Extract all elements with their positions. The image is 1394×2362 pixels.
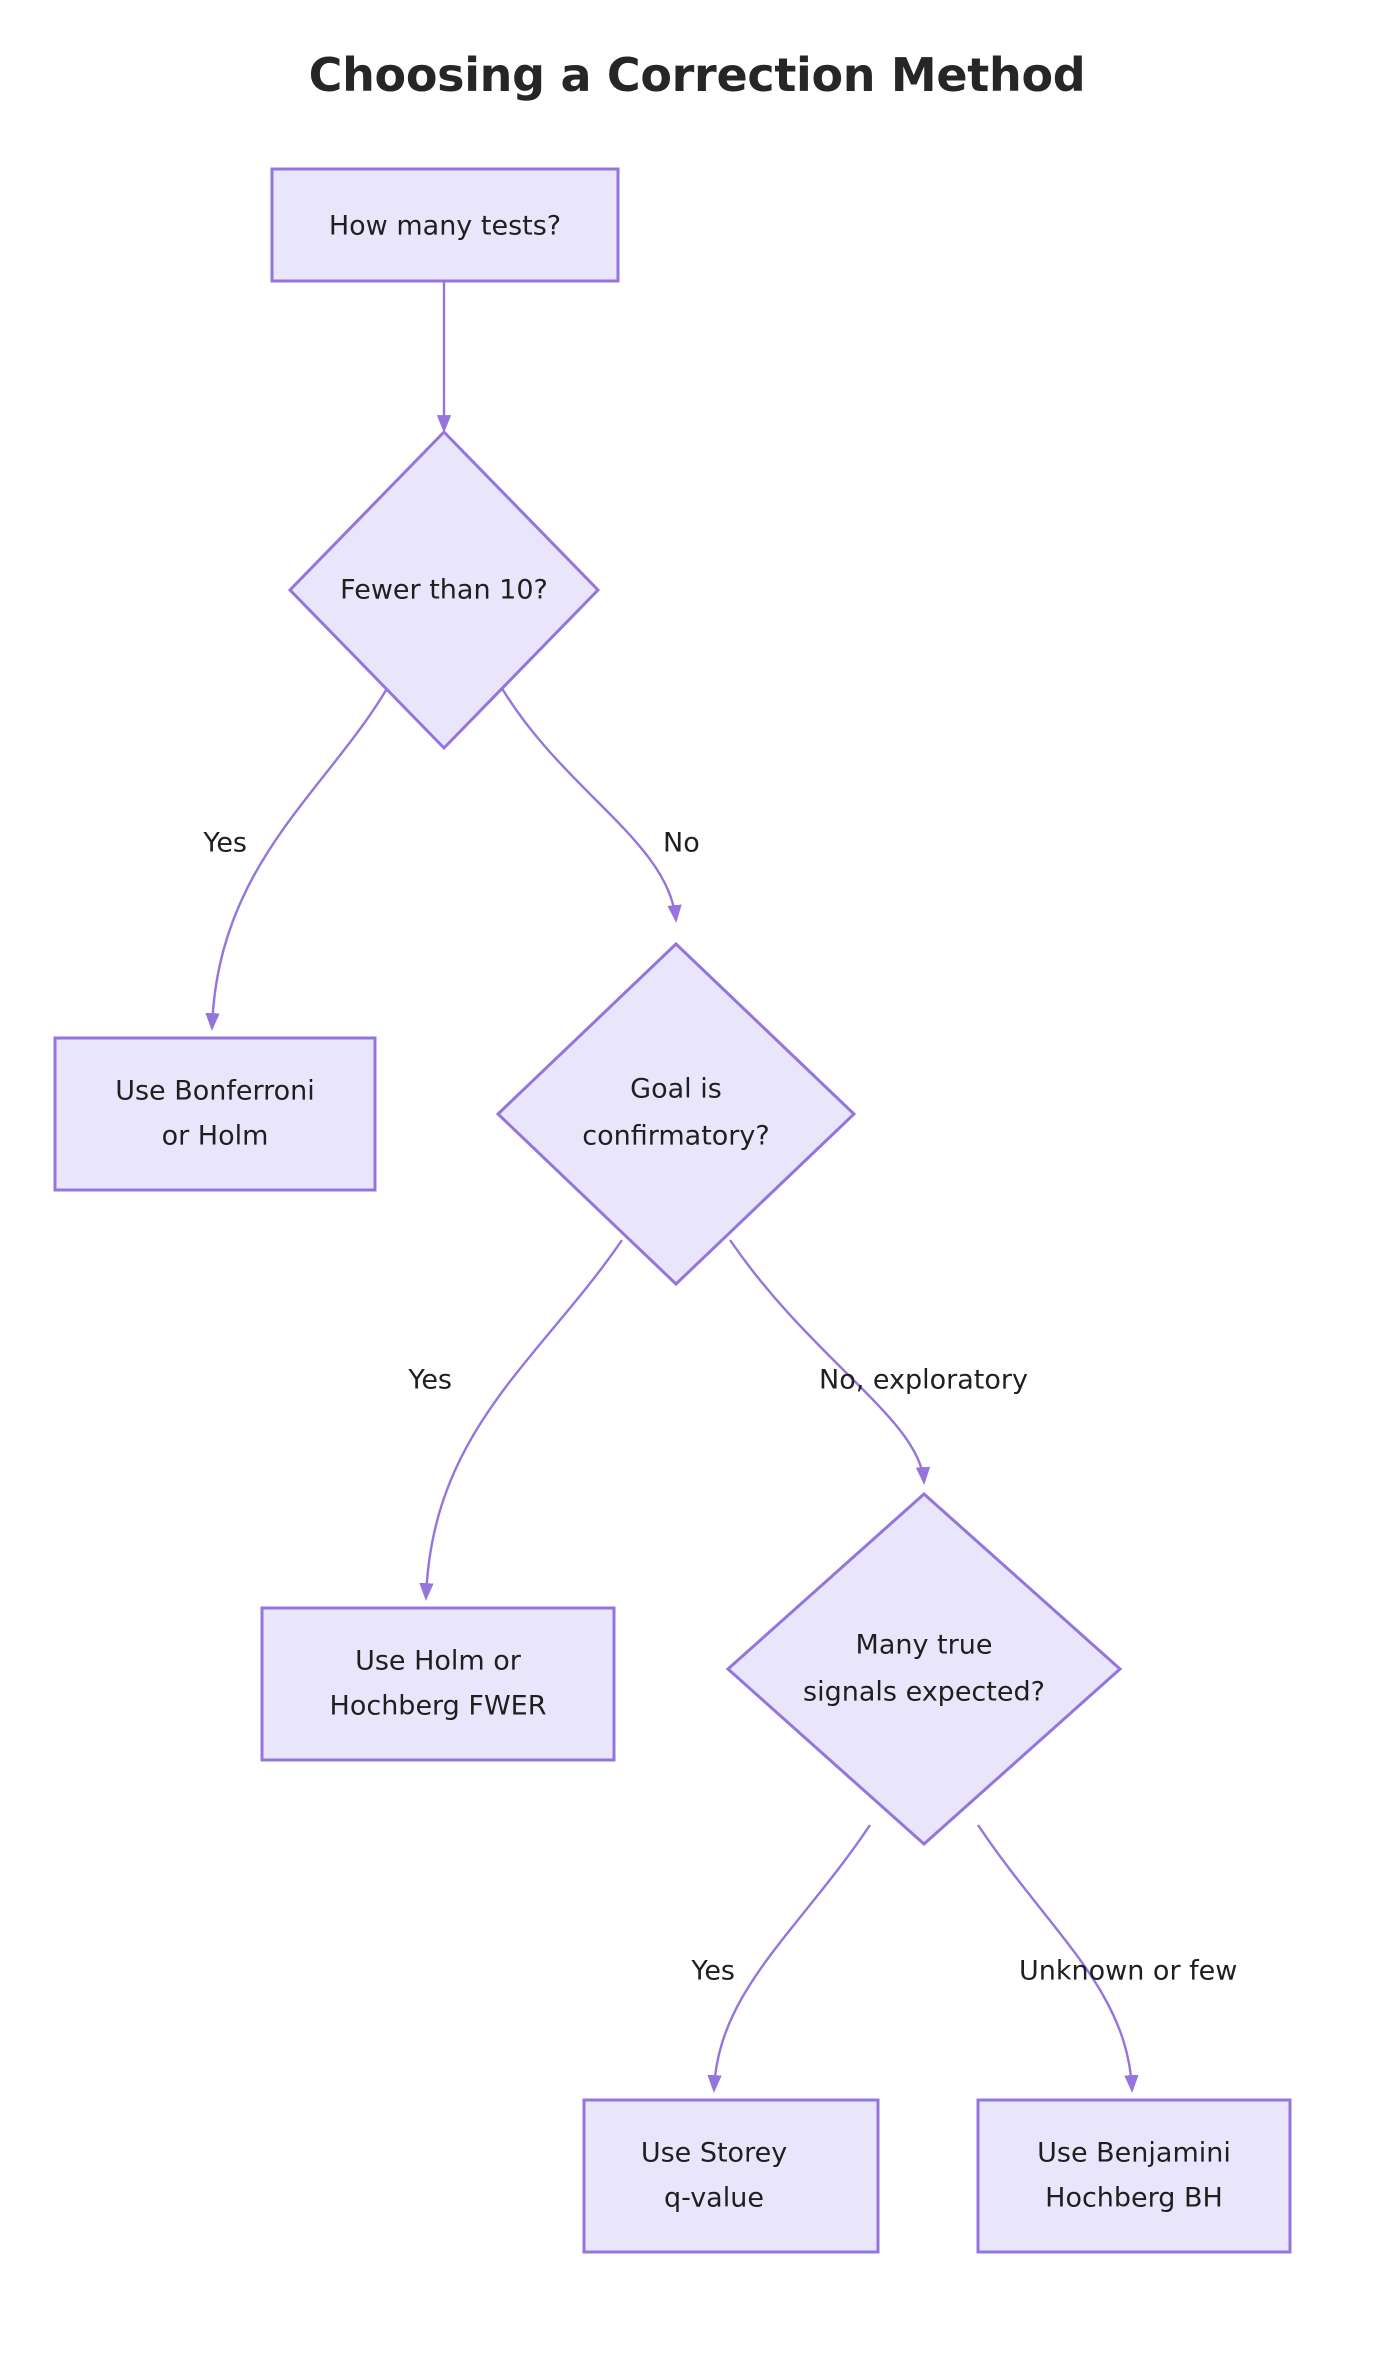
node-many-true-signals-expected[interactable]: Many true signals expected?: [725, 1491, 1123, 1847]
edge-label-n6-n8: Unknown or few: [1019, 1956, 1237, 1987]
node-many-true-signals-expected-line2: signals expected?: [803, 1677, 1045, 1708]
edge-n4-n5: [419, 1239, 623, 1601]
edge-n2-n4: [495, 679, 682, 923]
edge-n6-n7: [707, 1824, 871, 2093]
node-fewer-than-10[interactable]: Fewer than 10?: [287, 429, 601, 751]
node-use-benjamini-hochberg-bh[interactable]: Use Benjamini Hochberg BH: [976, 2098, 1292, 2254]
edge-n4-n6: [729, 1239, 931, 1485]
edge-label-n4-n6: No, exploratory: [819, 1365, 1028, 1396]
page-title: Choosing a Correction Method: [308, 48, 1086, 102]
edge-label-n2-n4: No: [663, 828, 700, 859]
node-use-bonferroni-or-holm[interactable]: Use Bonferroni or Holm: [53, 1036, 377, 1192]
node-many-true-signals-expected-line1: Many true: [856, 1630, 993, 1661]
edge-n2-n3: [205, 679, 394, 1031]
node-use-storey-q-value-line1: Use Storey: [641, 2138, 787, 2169]
node-fewer-than-10-label: Fewer than 10?: [340, 575, 548, 606]
node-use-bonferroni-or-holm-line1: Use Bonferroni: [115, 1076, 315, 1107]
node-goal-is-confirmatory[interactable]: Goal is confirmatory?: [495, 941, 857, 1287]
edge-label-n4-n5: Yes: [407, 1365, 452, 1396]
node-how-many-tests[interactable]: How many tests?: [270, 167, 620, 283]
node-use-storey-q-value-line2: q-value: [664, 2183, 764, 2214]
node-use-holm-or-hochberg-fwer-line1: Use Holm or: [355, 1646, 522, 1677]
node-how-many-tests-label: How many tests?: [329, 211, 561, 242]
node-use-bonferroni-or-holm-line2: or Holm: [162, 1121, 269, 1152]
node-use-benjamini-hochberg-bh-line1: Use Benjamini: [1037, 2138, 1231, 2169]
node-use-storey-q-value[interactable]: Use Storey q-value: [582, 2098, 880, 2254]
node-use-holm-or-hochberg-fwer[interactable]: Use Holm or Hochberg FWER: [260, 1606, 616, 1762]
edge-n6-n8: [977, 1824, 1139, 2093]
node-goal-is-confirmatory-line1: Goal is: [630, 1074, 722, 1105]
node-use-holm-or-hochberg-fwer-line2: Hochberg FWER: [330, 1691, 547, 1722]
node-use-benjamini-hochberg-bh-line2: Hochberg BH: [1045, 2183, 1223, 2214]
edge-label-n6-n7: Yes: [690, 1956, 735, 1987]
node-goal-is-confirmatory-line2: confirmatory?: [582, 1121, 769, 1152]
edge-label-n2-n3: Yes: [202, 828, 247, 859]
